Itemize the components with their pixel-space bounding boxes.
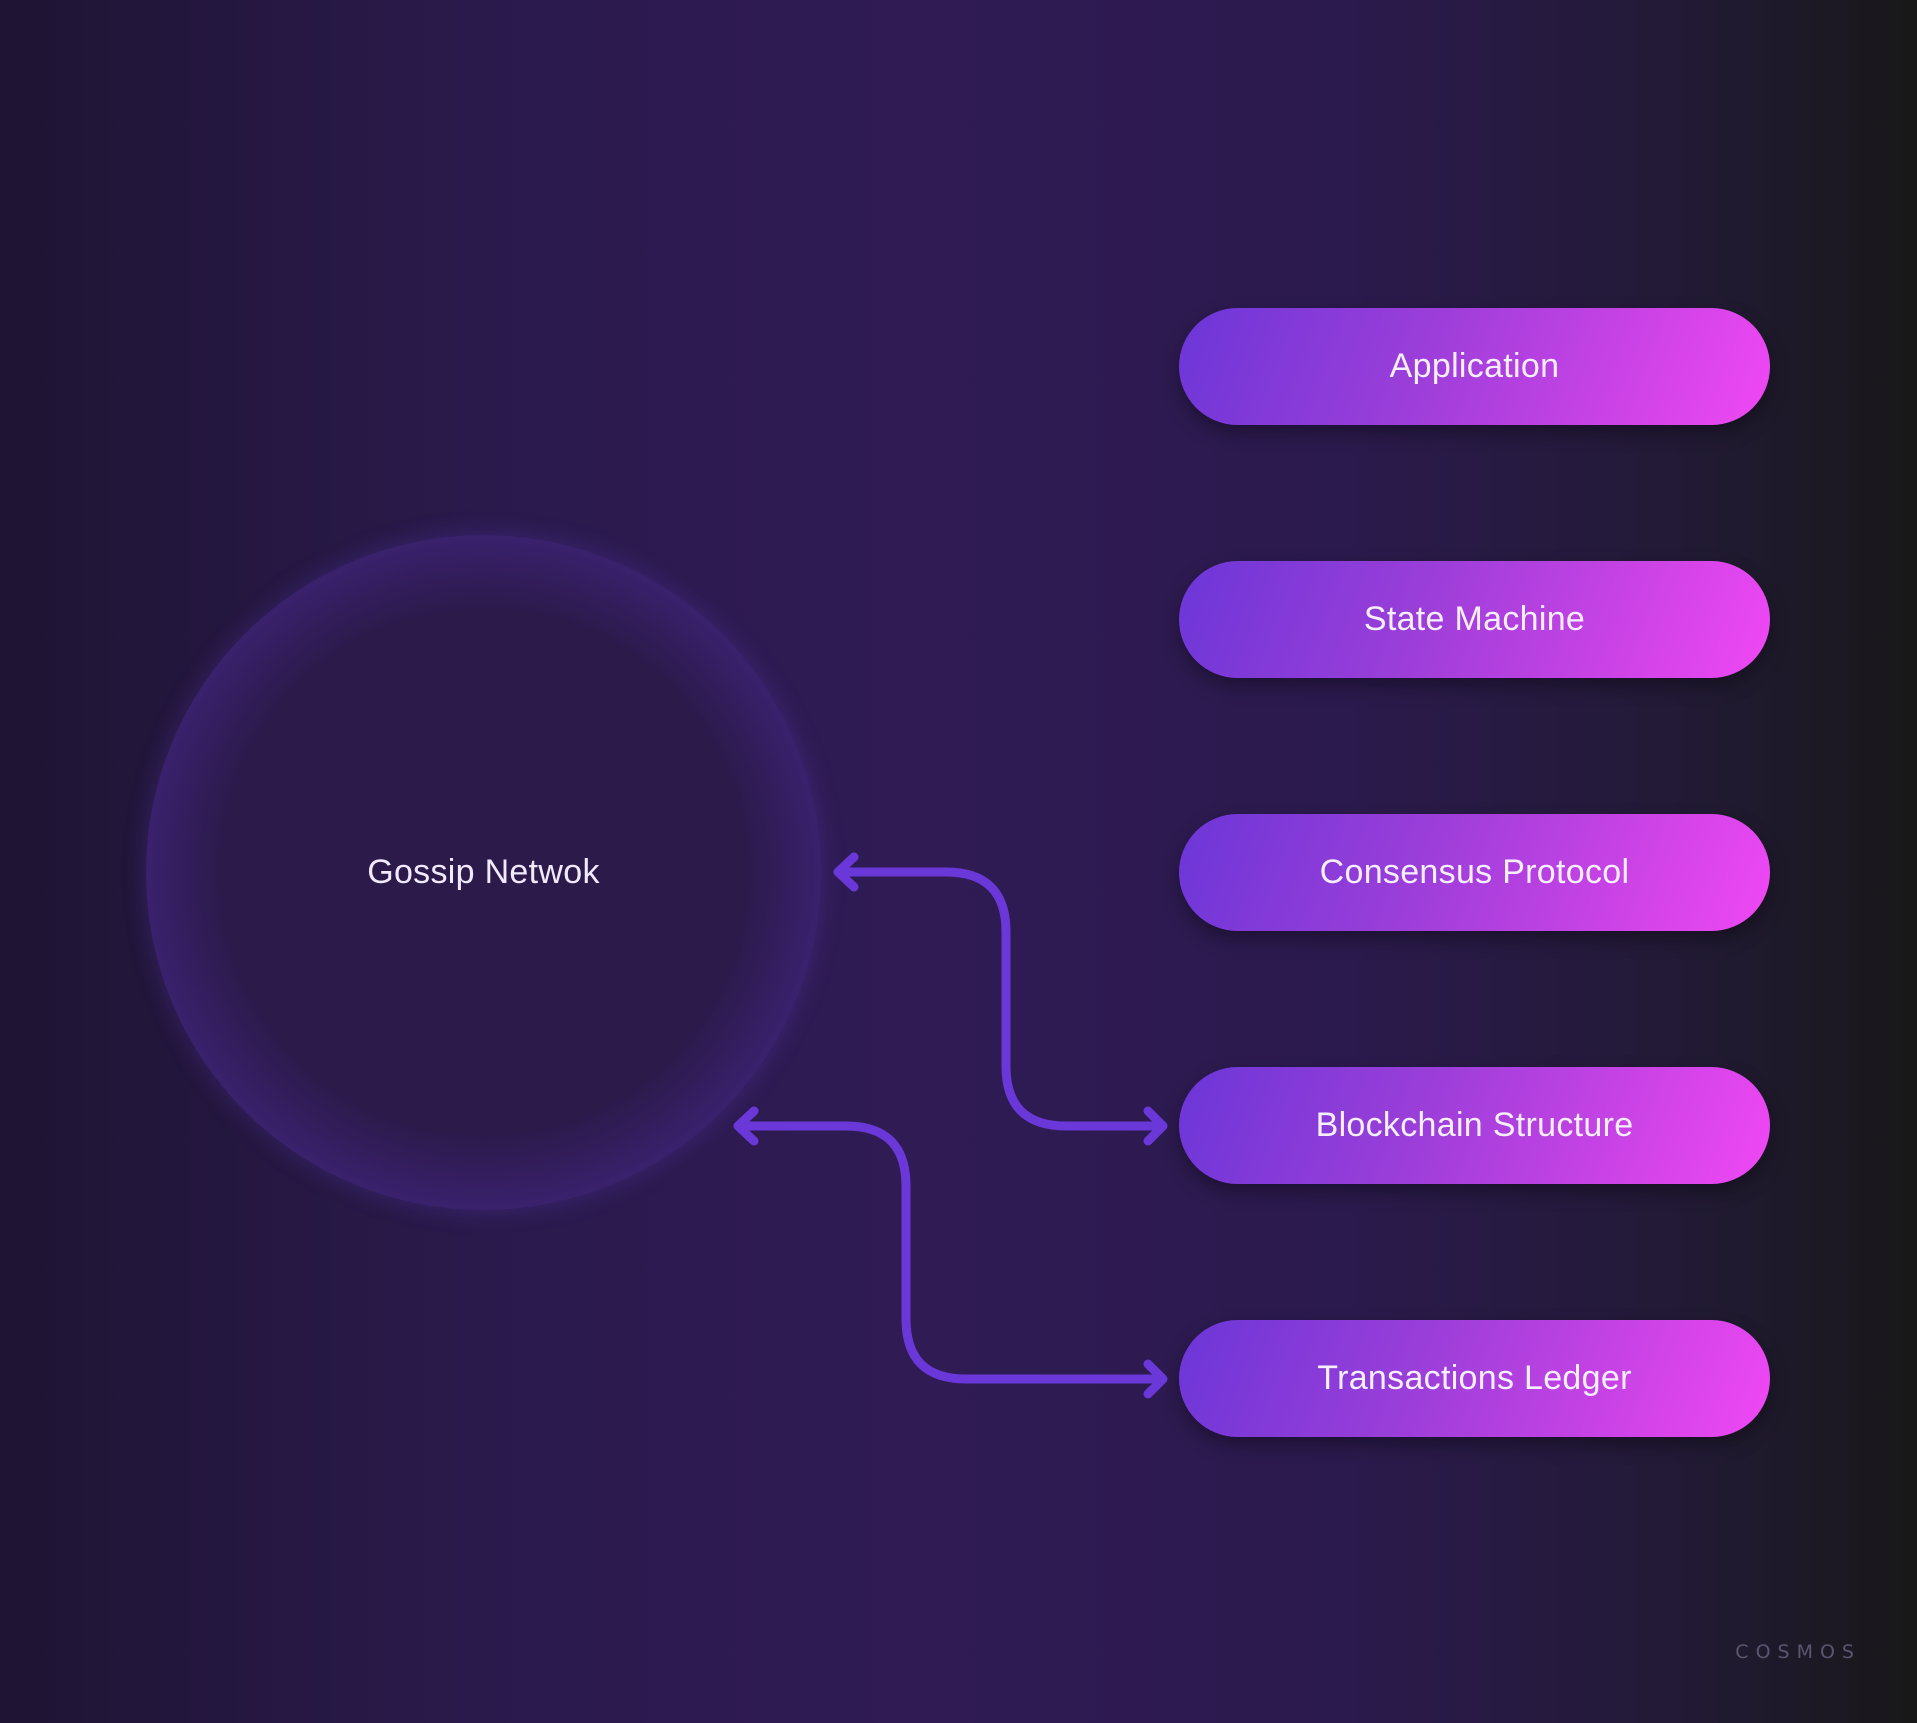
layer-state-machine: State Machine	[1179, 561, 1770, 678]
layer-consensus-protocol: Consensus Protocol	[1179, 814, 1770, 931]
gossip-network-label: Gossip Netwok	[367, 853, 600, 891]
arrowhead-blockchain-icon	[1143, 1106, 1168, 1146]
gossip-network-node: Gossip Netwok	[146, 535, 821, 1210]
arrowhead-gossip-top-icon	[833, 852, 859, 892]
arrowhead-transactions-icon	[1143, 1359, 1168, 1399]
layer-blockchain-structure: Blockchain Structure	[1179, 1067, 1770, 1184]
layer-application: Application	[1179, 308, 1770, 425]
cosmos-logo: COSMOS	[1735, 1641, 1861, 1663]
connector-blockchain-structure	[833, 867, 1167, 1131]
layer-transactions-ledger: Transactions Ledger	[1179, 1320, 1770, 1437]
